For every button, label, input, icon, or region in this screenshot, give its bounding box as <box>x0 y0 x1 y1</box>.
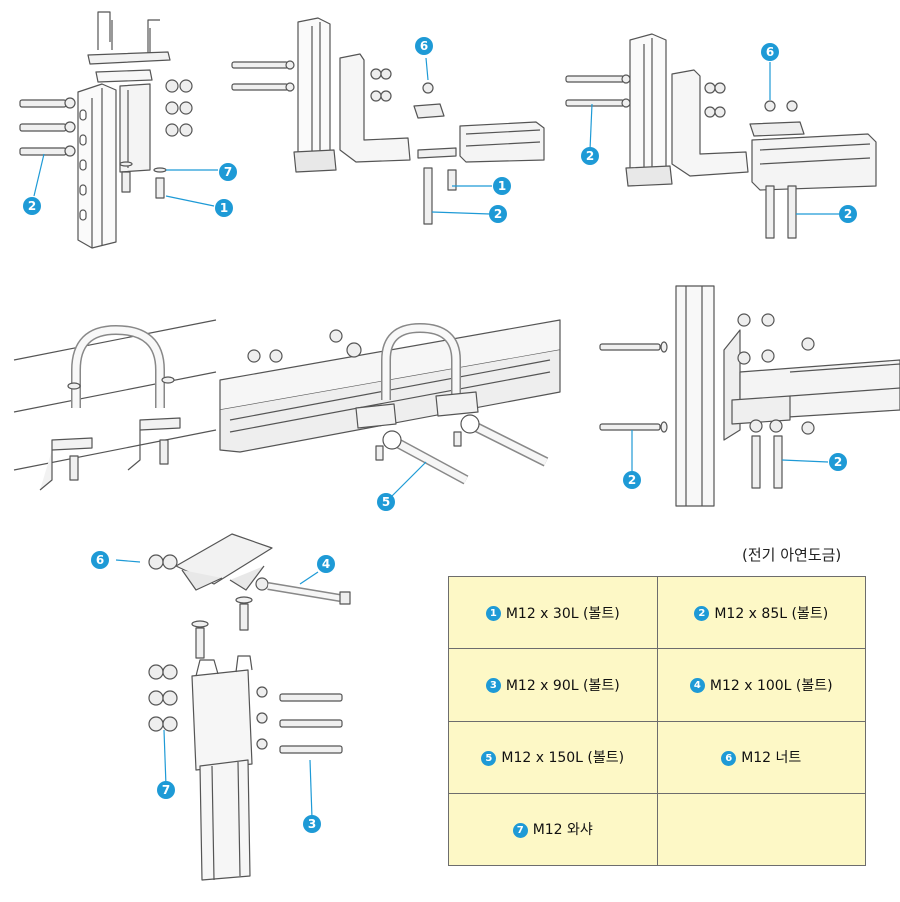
svg-text:2: 2 <box>28 199 36 213</box>
part-spec: M12 x 90L (볼트) <box>505 677 620 694</box>
svg-text:2: 2 <box>494 207 502 221</box>
callout-6: 6 <box>415 37 433 55</box>
svg-text:5: 5 <box>382 495 390 509</box>
svg-text:7: 7 <box>224 165 232 179</box>
callout-2: 2 <box>23 197 41 215</box>
svg-text:2: 2 <box>586 149 594 163</box>
part-number-badge: 1 <box>485 606 501 622</box>
svg-text:7: 7 <box>162 783 170 797</box>
svg-text:6: 6 <box>420 39 428 53</box>
svg-text:6: 6 <box>96 553 104 567</box>
callout-6: 6 <box>91 551 109 569</box>
svg-text:1: 1 <box>220 201 228 215</box>
table-cell-empty <box>656 792 866 867</box>
svg-text:1: 1 <box>498 179 506 193</box>
svg-text:2: 2 <box>844 207 852 221</box>
part-number-badge: 5 <box>481 750 497 766</box>
callout-6: 6 <box>761 43 779 61</box>
callout-1: 1 <box>215 199 233 217</box>
svg-text:6: 6 <box>766 45 774 59</box>
callout-4: 4 <box>317 555 335 573</box>
coating-caption: (전기 아연도금) <box>742 546 842 564</box>
callout-2: 2 <box>623 471 641 489</box>
callout-2: 2 <box>581 147 599 165</box>
part-number-badge: 6 <box>721 750 737 766</box>
part-spec: M12 x 30L (볼트) <box>505 605 620 622</box>
callout-3: 3 <box>303 815 321 833</box>
callout-7: 7 <box>219 163 237 181</box>
svg-text:3: 3 <box>308 817 316 831</box>
callout-2: 2 <box>489 205 507 223</box>
svg-text:4: 4 <box>322 557 330 571</box>
part-spec: M12 너트 <box>741 750 802 767</box>
callout-5: 5 <box>377 493 395 511</box>
part-spec: M12 x 150L (볼트) <box>501 750 625 767</box>
panel-6-post-rail-side <box>599 285 900 507</box>
callout-7: 7 <box>157 781 175 799</box>
part-number-badge: 2 <box>694 606 710 622</box>
callout-2: 2 <box>829 453 847 471</box>
callout-2: 2 <box>839 205 857 223</box>
part-number-badge: 3 <box>485 678 501 694</box>
part-number-badge: 7 <box>512 822 528 838</box>
panel-7-bracket-assembly <box>115 533 351 881</box>
callout-badges: 2 7 1 6 1 2 6 2 2 5 2 2 6 4 7 3 <box>23 37 857 833</box>
panel-3-post-rail <box>565 33 877 239</box>
svg-text:2: 2 <box>834 455 842 469</box>
panel-1-post-bracket <box>19 11 218 249</box>
panel-5-rail-u-bolt <box>219 319 561 497</box>
part-number-badge: 4 <box>689 678 705 694</box>
panel-4-u-bolt-pipe <box>13 319 217 491</box>
callout-1: 1 <box>493 177 511 195</box>
panel-2-post-rail <box>231 17 545 225</box>
part-spec: M12 와샤 <box>532 822 593 839</box>
part-spec: M12 x 100L (볼트) <box>709 677 833 694</box>
part-spec: M12 x 85L (볼트) <box>714 605 829 622</box>
svg-text:2: 2 <box>628 473 636 487</box>
